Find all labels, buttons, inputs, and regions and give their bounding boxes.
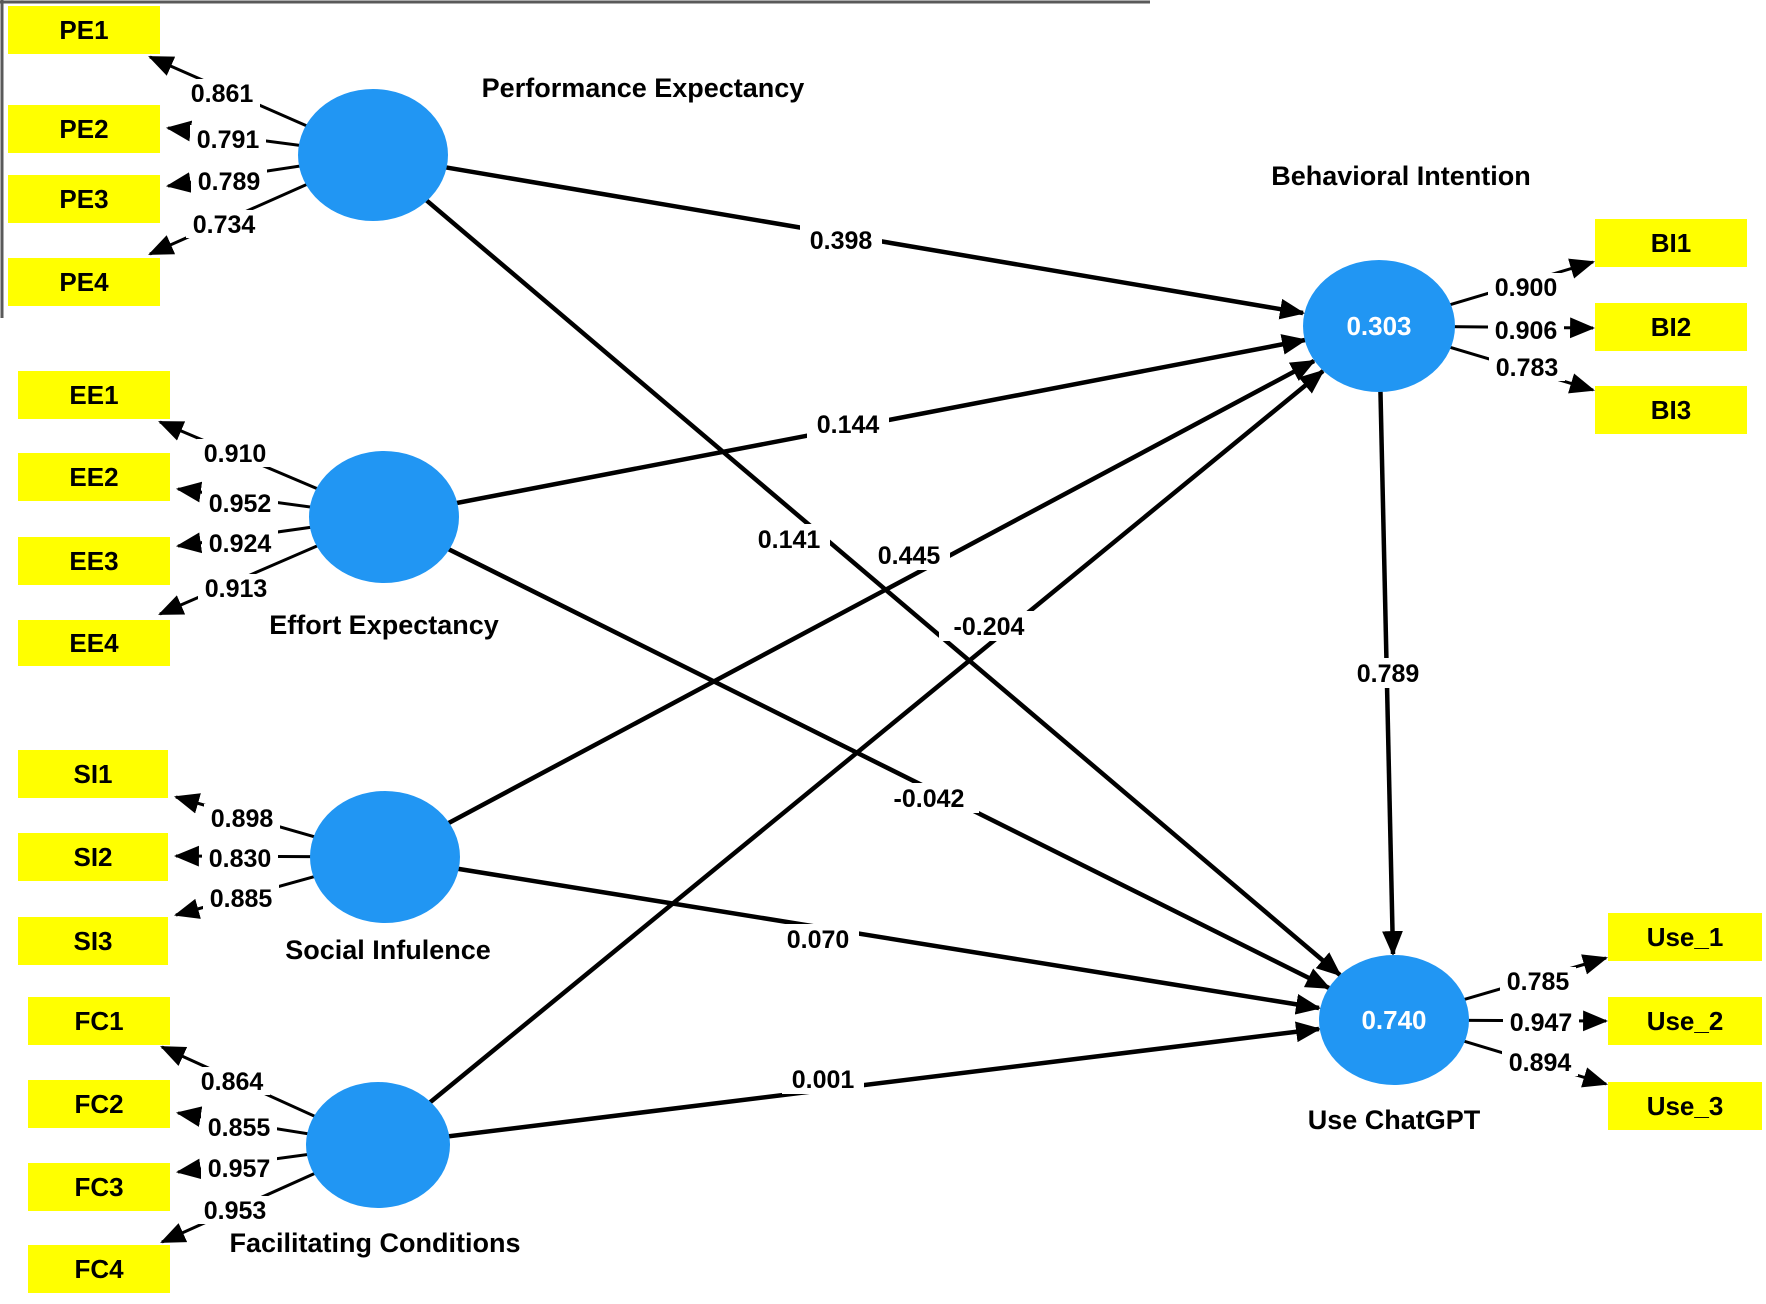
loading-label-pe2: 0.791 [197, 126, 260, 154]
path-arrow-si-bi [383, 359, 1316, 859]
indicator-label-si1: SI1 [73, 759, 112, 789]
indicator-box-use2 [1608, 997, 1762, 1045]
indicator-label-fc2: FC2 [74, 1089, 123, 1119]
indicator-box-use1 [1608, 913, 1762, 961]
loading-label-fc1: 0.864 [201, 1068, 264, 1096]
indicator-label-ee3: EE3 [69, 546, 118, 576]
loading-label-ee3: 0.924 [209, 530, 272, 558]
indicator-box-fc2 [28, 1080, 170, 1128]
indicator-label-si3: SI3 [73, 926, 112, 956]
indicator-box-ee2 [18, 453, 170, 501]
indicator-box-bi1 [1595, 219, 1747, 267]
path-coefficient-bi-use: 0.789 [1357, 660, 1420, 688]
construct-node-behavioral-intention [1303, 260, 1455, 392]
indicator-box-si2 [18, 833, 168, 881]
indicator-label-ee4: EE4 [69, 628, 119, 658]
indicator-box-fc3 [28, 1163, 170, 1211]
indicator-box-bi2 [1595, 303, 1747, 351]
loading-label-bi3: 0.783 [1496, 354, 1559, 382]
indicator-box-ee3 [18, 537, 170, 585]
indicator-box-fc1 [28, 997, 170, 1045]
indicator-box-ee1 [18, 371, 170, 419]
loading-label-si3: 0.885 [210, 885, 273, 913]
path-arrow-bi-use [1376, 325, 1403, 957]
loading-label-use2: 0.947 [1510, 1009, 1573, 1037]
indicator-label-bi1: BI1 [1651, 228, 1691, 258]
indicator-label-pe1: PE1 [59, 15, 108, 45]
loading-label-pe1: 0.861 [191, 80, 254, 108]
indicator-label-fc4: FC4 [74, 1254, 124, 1284]
r-squared-use-chatgpt: 0.740 [1361, 1005, 1426, 1035]
path-coefficient-ee-bi: 0.144 [817, 411, 880, 439]
path-coefficient-fc-use: 0.001 [792, 1066, 855, 1094]
path-coefficient-labels: 0.398 0.144 0.445 -0.204 0.141 -0.042 0.… [748, 225, 1429, 1094]
construct-title-effort-expectancy: Effort Expectancy [269, 610, 499, 640]
path-arrow-ee-use [382, 514, 1331, 991]
indicator-label-pe2: PE2 [59, 114, 108, 144]
construct-node-effort-expectancy [309, 451, 459, 583]
loading-label-pe4: 0.734 [193, 211, 256, 239]
loading-label-bi2: 0.906 [1495, 317, 1558, 345]
loading-label-bi1: 0.900 [1495, 274, 1558, 302]
path-coefficient-pe-bi: 0.398 [810, 227, 873, 255]
loading-label-ee4: 0.913 [205, 575, 268, 603]
indicator-label-use1: Use_1 [1647, 922, 1724, 952]
structural-paths [371, 152, 1403, 1148]
indicator-box-pe3 [8, 175, 160, 223]
indicator-box-si1 [18, 750, 168, 798]
construct-title-social-influence: Social Infulence [285, 935, 491, 965]
indicator-box-fc4 [28, 1245, 170, 1293]
loading-label-si1: 0.898 [211, 805, 274, 833]
indicator-label-bi3: BI3 [1651, 395, 1691, 425]
loading-label-use3: 0.894 [1509, 1049, 1572, 1077]
indicator-box-ee4 [18, 620, 170, 666]
path-coefficient-fc-bi: -0.204 [954, 613, 1025, 641]
indicator-label-ee2: EE2 [69, 462, 118, 492]
loading-label-ee2: 0.952 [209, 490, 272, 518]
construct-node-performance-expectancy [298, 89, 448, 221]
indicator-boxes: PE1 PE2 PE3 PE4 EE1 EE2 EE3 EE4 SI1 SI2 … [8, 6, 1762, 1293]
construct-node-use-chatgpt [1319, 955, 1469, 1085]
construct-title-performance-expectancy: Performance Expectancy [482, 73, 805, 103]
construct-node-facilitating-conditions [306, 1082, 450, 1208]
indicator-label-ee1: EE1 [69, 380, 118, 410]
indicator-label-si2: SI2 [73, 842, 112, 872]
path-coefficient-pe-use: 0.141 [758, 526, 821, 554]
loading-label-fc2: 0.855 [208, 1114, 271, 1142]
indicator-box-pe1 [8, 6, 160, 54]
path-arrow-pe-use [371, 153, 1342, 977]
indicator-label-bi2: BI2 [1651, 312, 1691, 342]
loading-label-ee1: 0.910 [204, 440, 267, 468]
construct-node-social-influence [310, 791, 460, 923]
loading-label-fc3: 0.957 [208, 1155, 271, 1183]
loading-labels: 0.861 0.791 0.789 0.734 0.910 0.952 0.92… [184, 79, 1579, 1225]
path-coefficient-ee-use: -0.042 [894, 785, 965, 813]
path-coefficient-si-bi: 0.445 [878, 542, 941, 570]
indicator-label-fc1: FC1 [74, 1006, 123, 1036]
loading-label-fc4: 0.953 [204, 1197, 267, 1225]
indicator-box-si3 [18, 917, 168, 965]
latent-constructs: 0.303 0.740 [298, 89, 1469, 1208]
indicator-label-pe3: PE3 [59, 184, 108, 214]
indicator-box-use3 [1608, 1082, 1762, 1130]
loading-label-si2: 0.830 [209, 845, 272, 873]
indicator-label-pe4: PE4 [59, 267, 109, 297]
indicator-label-use2: Use_2 [1647, 1006, 1724, 1036]
indicator-label-use3: Use_3 [1647, 1091, 1724, 1121]
indicator-box-pe2 [8, 105, 160, 153]
loading-label-pe3: 0.789 [198, 168, 261, 196]
construct-title-behavioral-intention: Behavioral Intention [1271, 161, 1531, 191]
construct-title-use-chatgpt: Use ChatGPT [1308, 1105, 1481, 1135]
construct-titles: Performance Expectancy Effort Expectancy… [230, 73, 1531, 1258]
indicator-label-fc3: FC3 [74, 1172, 123, 1202]
indicator-box-pe4 [8, 258, 160, 306]
indicator-box-bi3 [1595, 386, 1747, 434]
path-coefficient-si-use: 0.070 [787, 926, 850, 954]
path-arrow-fc-bi [376, 369, 1325, 1147]
loading-label-use1: 0.785 [1507, 968, 1570, 996]
r-squared-behavioral-intention: 0.303 [1346, 311, 1411, 341]
construct-title-facilitating-conditions: Facilitating Conditions [230, 1228, 521, 1258]
